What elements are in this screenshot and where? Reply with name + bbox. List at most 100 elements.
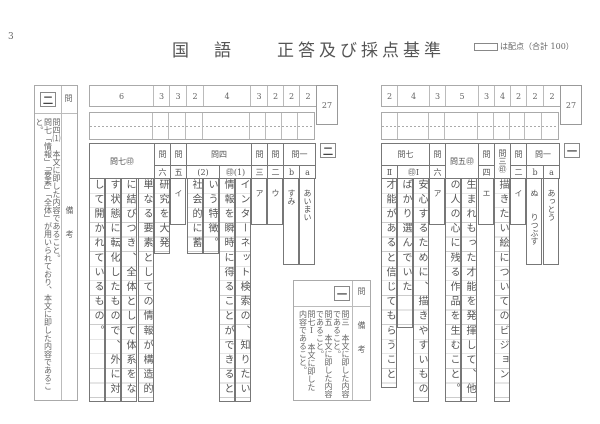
- answer-q1b: ぬ りつぶす: [526, 178, 542, 265]
- score-cell[interactable]: [510, 113, 526, 139]
- header-q6-sub: 六: [154, 165, 171, 179]
- section2-points-row: 6 3 3 2 4 3 2 2 2: [89, 85, 317, 107]
- header-q1a: a: [543, 165, 560, 179]
- answer-q5: イ: [170, 178, 186, 225]
- header-q3-sub: 三: [251, 165, 268, 179]
- header-q1b: b: [283, 165, 300, 179]
- points-cell: 5: [446, 86, 479, 106]
- points-cell: 2: [511, 86, 527, 106]
- score-cell[interactable]: [186, 113, 203, 139]
- score-cell[interactable]: [478, 113, 494, 139]
- answer-q1b: すみ: [283, 178, 299, 265]
- remark-item: 問七Ⅰ 本文に即した内容であること。: [298, 310, 317, 391]
- score-cell[interactable]: [398, 113, 430, 139]
- remark-item: 問三 本文に即した内容であること。: [332, 310, 351, 398]
- score-cell[interactable]: [542, 113, 558, 139]
- section1-points-row: 2 4 3 5 3 4 2 2 2: [381, 85, 561, 107]
- section2-remark-list: 問四⑴ 本文に即した内容であること。 問七「情報」「要素」「全体」が用いられてお…: [35, 118, 61, 398]
- score-cell[interactable]: [525, 113, 543, 139]
- header-q5: 問五㊞: [445, 143, 479, 179]
- answer-q6: 研究を大発: [154, 178, 170, 254]
- header-q4: 問: [478, 143, 495, 166]
- answer-q5-left: の人の心に残る作品を生むこと。: [445, 178, 461, 402]
- legend-text: は配点（合計 100）: [500, 42, 574, 51]
- points-cell: 4: [495, 86, 511, 106]
- header-q2: 問: [267, 143, 284, 166]
- answer-q4-1-right: インターネット検索の、知りたい: [235, 178, 251, 402]
- header-q7-1: ㊞Ⅰ: [397, 165, 430, 179]
- remarks-q-header: 問: [357, 287, 366, 295]
- points-cell: 2: [527, 86, 544, 106]
- score-cell[interactable]: [250, 113, 267, 139]
- section1-label-table: 一: [564, 143, 580, 158]
- header-q2-sub: 二: [267, 165, 284, 179]
- section2-score-row[interactable]: [89, 112, 315, 140]
- header-q7: 問七㊞: [89, 143, 155, 179]
- answer-q2: ウ: [267, 178, 283, 225]
- answer-q4-2-right: いう特徴。: [203, 178, 219, 254]
- section2-label: 二: [40, 92, 56, 107]
- header-q4-sub: 四: [478, 165, 495, 179]
- header-q3: 問三㊞: [494, 143, 511, 179]
- score-cell[interactable]: [90, 113, 154, 139]
- points-cell: 3: [251, 86, 268, 106]
- score-cell[interactable]: [429, 113, 446, 139]
- header-q1a: a: [299, 165, 316, 179]
- header-q3: 問: [251, 143, 268, 166]
- header-q6-sub: 六: [429, 165, 446, 179]
- remarks-biko: 備 考: [357, 321, 366, 353]
- header-q6: 問: [154, 143, 171, 166]
- header-q4: 問四: [186, 143, 252, 166]
- header-q2-sub: 二: [510, 165, 527, 179]
- points-cell: 3: [479, 86, 495, 106]
- points-cell: 6: [90, 86, 154, 106]
- answer-q2: イ: [510, 178, 526, 225]
- header-q7-2: Ⅱ: [381, 165, 398, 179]
- remark-item: 問四⑴ 本文に即した内容であること。: [52, 118, 61, 262]
- divider: [61, 86, 62, 400]
- score-cell[interactable]: [445, 113, 478, 139]
- section1-remark-list: 問三 本文に即した内容であること。 問五 本文に即した内容であること。 問七Ⅰ …: [298, 310, 351, 398]
- score-cell[interactable]: [282, 113, 299, 139]
- header-q4-1: ㊞(1): [219, 165, 252, 179]
- points-cell: 3: [170, 86, 187, 106]
- score-cell[interactable]: [298, 113, 314, 139]
- answer-q1a: あいまい: [299, 178, 315, 265]
- divider: [352, 281, 353, 400]
- section1-score-row[interactable]: [381, 112, 559, 140]
- header-q6: 問: [429, 143, 446, 166]
- section1-total: 27: [560, 85, 582, 125]
- answer-q3: 描きたい絵についてのビジョン: [494, 178, 510, 402]
- answer-q1a: あっとう: [543, 178, 559, 265]
- points-cell: 2: [187, 86, 204, 106]
- answer-q4: エ: [478, 178, 494, 225]
- score-cell[interactable]: [169, 113, 187, 139]
- score-cell[interactable]: [494, 113, 510, 139]
- divider: [35, 113, 77, 114]
- score-cell[interactable]: [203, 113, 250, 139]
- points-box-sample: [474, 42, 498, 51]
- answer-q5-right: 生まれもった才能を発揮して、他: [461, 178, 477, 402]
- divider: [294, 306, 370, 307]
- answer-q7-2: 才能があると信じてもらうこと: [381, 178, 397, 388]
- remark-item: 問五 本文に即した内容であること。: [315, 310, 334, 398]
- points-cell: 3: [430, 86, 446, 106]
- score-cell[interactable]: [266, 113, 283, 139]
- answer-q6: ア: [429, 178, 445, 225]
- header-q1: 問一: [283, 143, 316, 166]
- points-cell: 3: [154, 86, 170, 106]
- answer-q7-col3: す状態に転化したもので、外に対: [105, 178, 121, 402]
- points-cell: 2: [305, 91, 311, 101]
- answer-q3: ア: [251, 178, 267, 225]
- page-title: 国 語 正答及び採点基準: [172, 41, 445, 61]
- score-cell[interactable]: [382, 113, 398, 139]
- header-q5: 問: [170, 143, 187, 166]
- points-cell: 4: [204, 86, 251, 106]
- header-q5-sub: 五: [170, 165, 187, 179]
- points-legend: は配点（合計 100）: [474, 41, 574, 52]
- section2-remarks: 二 問 備 考 問四⑴ 本文に即した内容であること。 問七「情報」「要素」「全体…: [34, 85, 78, 401]
- answer-q7-1-left: ばかり選んでいた: [397, 178, 413, 328]
- section2-total: 27: [316, 85, 338, 125]
- score-cell[interactable]: [153, 113, 170, 139]
- header-q4-2: (2): [186, 165, 220, 179]
